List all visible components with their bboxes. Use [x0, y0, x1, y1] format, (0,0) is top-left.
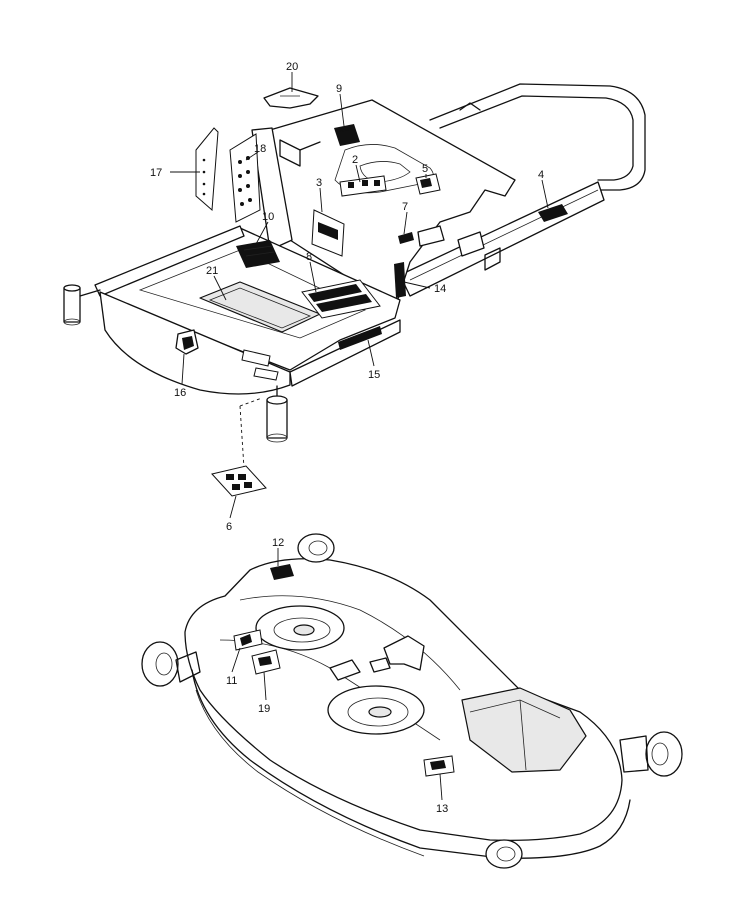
deck-pad — [369, 657, 391, 673]
left-side-rail — [94, 225, 245, 297]
callout-4: 4 — [538, 169, 544, 181]
decal-9 — [334, 124, 360, 146]
callout-8: 8 — [306, 251, 312, 263]
decal-2 — [339, 175, 387, 197]
decal-10 — [236, 240, 280, 268]
callout-9: 9 — [336, 83, 342, 95]
callout-2: 2 — [352, 154, 358, 166]
decal-12 — [270, 564, 294, 580]
callout-19: 19 — [258, 703, 270, 715]
decal-8 — [301, 279, 381, 319]
bumper-decals — [241, 349, 279, 381]
callout-11: 11 — [226, 675, 237, 687]
callout-7: 7 — [402, 201, 408, 213]
callout-16: 16 — [174, 387, 186, 399]
callout-17: 17 — [150, 167, 162, 179]
right-caster-post — [266, 385, 288, 443]
decal-5 — [415, 173, 441, 195]
callout-14: 14 — [434, 283, 446, 295]
mower-deck-assembly — [141, 533, 683, 869]
callout-20: 20 — [286, 61, 298, 73]
leader-lines — [170, 72, 549, 801]
callout-21: 21 — [206, 265, 218, 277]
wheel-left — [141, 641, 201, 687]
blade-housing-front — [255, 605, 345, 651]
decal-19 — [251, 649, 281, 675]
callout-5: 5 — [422, 163, 428, 175]
rear-frame-bar — [429, 83, 646, 191]
decal-11 — [233, 629, 263, 651]
callout-10: 10 — [262, 211, 274, 223]
decal-15 — [338, 326, 382, 350]
callout-labels: 20 9 2 5 17 18 3 4 7 10 8 21 14 15 16 6 … — [150, 61, 544, 815]
callout-6: 6 — [226, 521, 232, 533]
callout-12: 12 — [272, 537, 284, 549]
small-bracket — [417, 225, 485, 257]
decal-14 — [394, 262, 406, 298]
decal-6 — [211, 465, 267, 497]
deck-pad — [329, 659, 361, 681]
deck-skirt — [191, 669, 631, 859]
decal-4 — [538, 204, 568, 222]
wheel-right — [619, 731, 683, 777]
discharge-chute — [461, 687, 587, 773]
mower-frame-assembly — [63, 83, 646, 497]
callout-15: 15 — [368, 369, 380, 381]
wheel-rear-top — [297, 533, 335, 563]
wheel-front — [485, 839, 523, 869]
deck-center-bracket — [383, 635, 425, 671]
callout-18: 18 — [254, 143, 266, 155]
decal-3 — [311, 209, 345, 257]
left-caster-post — [63, 284, 101, 326]
bracket-part-20 — [263, 87, 319, 109]
decal-7 — [398, 232, 414, 244]
blade-housing-rear — [327, 685, 425, 735]
callout-3: 3 — [316, 177, 322, 189]
decal-16-logo — [175, 329, 199, 355]
decal-17 — [195, 127, 219, 212]
decal-13 — [423, 755, 455, 777]
alignment-guide — [239, 405, 245, 469]
callout-13: 13 — [436, 803, 448, 815]
left-upright-panel — [251, 127, 293, 251]
